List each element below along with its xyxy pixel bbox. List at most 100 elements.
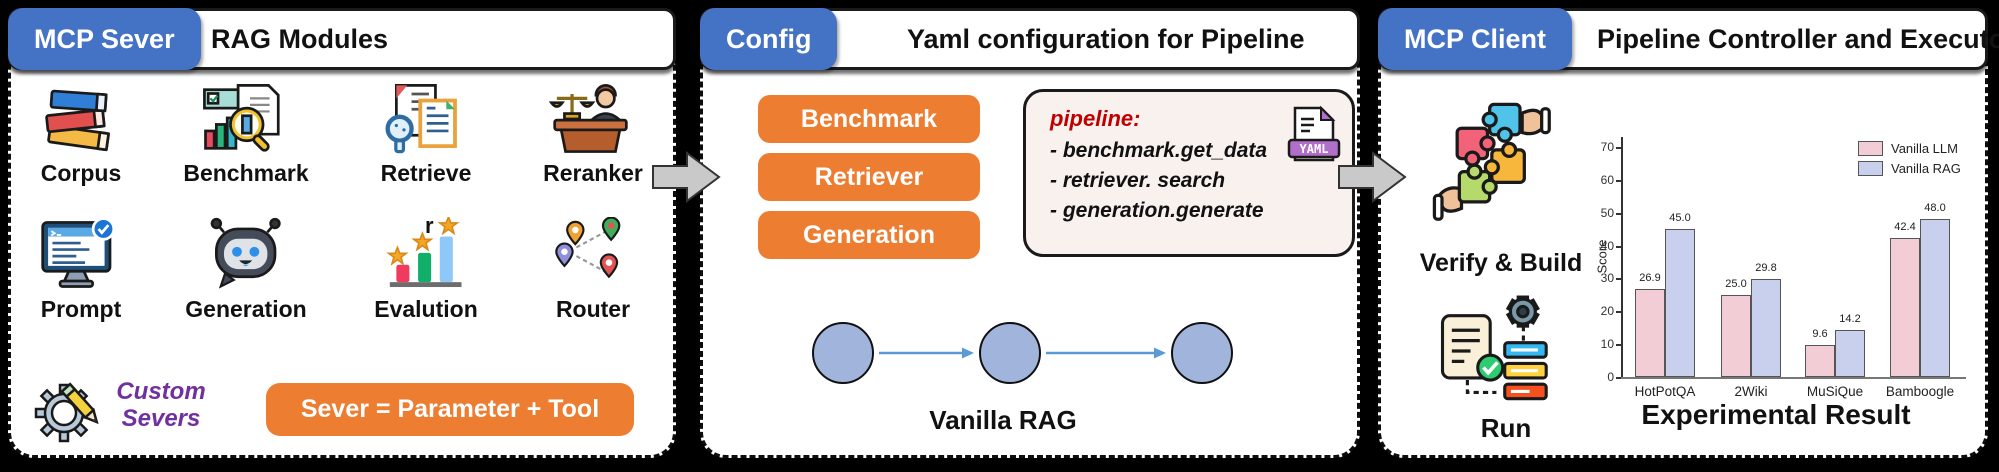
flow-node-2: [979, 322, 1041, 384]
y-tick-mark: [1616, 278, 1621, 281]
bar-value-label: 26.9: [1639, 271, 1661, 284]
flow-node-3: [1171, 322, 1233, 384]
bars-stars-icon: [388, 217, 462, 288]
y-tick-mark: [1616, 344, 1621, 347]
run-label: Run: [1480, 413, 1532, 443]
yaml-badge-text: YAML: [1300, 142, 1329, 156]
legend-label: Vanilla LLM: [1891, 141, 1958, 156]
chart-bar: [1721, 294, 1751, 377]
config-title: Yaml configuration for Pipeline: [907, 23, 1305, 54]
chart-x-axis: [1621, 377, 1966, 379]
legend-label: Vanilla RAG: [1891, 161, 1961, 176]
config-tab: Config: [700, 8, 838, 70]
bar-value-label: 25.0: [1725, 277, 1747, 290]
chart-bar: [1835, 330, 1865, 377]
legend-entry: Vanilla RAG: [1858, 161, 1961, 176]
module-label: Prompt: [40, 296, 122, 322]
judge-icon: [549, 84, 629, 153]
custom-severs-label: Custom Severs: [116, 378, 206, 432]
run-icon: [1440, 295, 1548, 401]
flow-node-1: [812, 322, 874, 384]
chart-magnifier-icon: [203, 83, 280, 152]
flow-arrow-icon: [879, 347, 974, 359]
map-pins-icon: [555, 217, 621, 279]
server-formula-button: Sever = Parameter + Tool: [266, 383, 634, 436]
y-tick-label: 60: [1600, 172, 1614, 187]
y-tick-mark: [1616, 212, 1621, 215]
y-tick-mark: [1616, 179, 1621, 182]
mcp-client-panel-body: Verify & Build: [1378, 56, 1988, 458]
y-tick-label: 40: [1600, 238, 1614, 253]
mcp-server-panel: Corpus B: [8, 8, 676, 458]
legend-swatch: [1858, 161, 1883, 176]
chart-y-axis: [1621, 137, 1623, 377]
y-tick-label: 20: [1600, 304, 1614, 319]
bar-value-label: 45.0: [1669, 212, 1691, 225]
chart-bar: [1665, 229, 1695, 377]
document-magnifier-icon: [385, 83, 458, 154]
config-panel: Benchmark Retriever Generation pipeline:…: [700, 8, 1360, 458]
y-tick-label: 0: [1607, 370, 1614, 384]
mcp-client-panel: Verify & Build: [1378, 8, 1999, 458]
books-icon: [45, 89, 111, 152]
robot-icon: [210, 217, 282, 289]
y-tick-mark: [1616, 147, 1621, 149]
y-tick-label: 50: [1600, 205, 1614, 220]
x-category-label: 2Wiki: [1734, 384, 1768, 399]
module-label: Router: [555, 296, 631, 322]
panel-flow-arrow-icon: [1338, 151, 1407, 203]
config-generation-button: Generation: [758, 211, 980, 259]
chart-legend: Vanilla LLM Vanilla RAG: [1858, 141, 1961, 181]
x-category-label: HotPotQA: [1634, 384, 1696, 399]
x-category-label: MuSiQue: [1806, 384, 1864, 399]
bar-value-label: 48.0: [1924, 202, 1946, 215]
mcp-client-tab: MCP Client: [1378, 8, 1573, 70]
flow-arrow-icon: [1046, 347, 1166, 359]
module-corpus: Corpus: [6, 81, 156, 187]
legend-swatch: [1858, 141, 1883, 156]
y-tick-mark: [1616, 311, 1621, 314]
y-tick-label: 70: [1600, 140, 1614, 154]
y-tick-mark: [1616, 377, 1621, 379]
chart-bar: [1920, 219, 1950, 377]
x-category-label: Bamboogle: [1885, 384, 1955, 399]
panel-flow-arrow-icon: [652, 151, 721, 203]
verify-build-label: Verify & Build: [1419, 249, 1583, 277]
vanilla-rag-label: Vanilla RAG: [929, 405, 1077, 435]
chart-bar: [1751, 279, 1781, 377]
module-label: Reranker: [543, 160, 643, 186]
yaml-snippet-box: pipeline: - benchmark.get_data - retriev…: [1023, 89, 1355, 257]
bar-value-label: 14.2: [1839, 313, 1861, 326]
config-header: Config Yaml configuration for Pipeline: [700, 8, 1360, 70]
module-prompt: Prompt: [6, 217, 156, 323]
yaml-line: - generation.generate: [1050, 199, 1264, 222]
monitor-code-icon: [41, 217, 116, 288]
config-panel-body: Benchmark Retriever Generation pipeline:…: [700, 56, 1360, 458]
module-evalution: r Evalution: [351, 213, 501, 323]
yaml-file-icon: YAML: [1287, 105, 1341, 162]
module-generation: Generation: [171, 217, 321, 323]
module-router: Router: [518, 217, 668, 323]
mcp-client-header: MCP Client Pipeline Controller and Execu…: [1378, 8, 1999, 70]
puzzle-pieces-icon: [1432, 102, 1551, 221]
yaml-pipeline-key: pipeline:: [1050, 106, 1141, 131]
bar-value-label: 42.4: [1894, 220, 1916, 233]
y-tick-label: 30: [1600, 271, 1614, 286]
chart-bar: [1805, 345, 1835, 377]
y-tick-mark: [1616, 245, 1621, 248]
y-tick-label: 10: [1600, 337, 1614, 352]
yaml-line: - benchmark.get_data: [1050, 139, 1268, 162]
legend-entry: Vanilla LLM: [1858, 141, 1961, 156]
mcp-server-title: RAG Modules: [211, 23, 389, 54]
module-label: Generation: [185, 296, 307, 322]
gear-pencil-icon: [34, 382, 99, 443]
config-retriever-button: Retriever: [758, 153, 980, 201]
module-retrieve: Retrieve: [351, 81, 501, 187]
module-label: Evalution: [374, 296, 478, 322]
chart-title: Experimental Result: [1641, 399, 1911, 430]
chart-bar: [1635, 288, 1665, 377]
bar-value-label: 9.6: [1812, 328, 1828, 341]
module-label: Retrieve: [380, 160, 472, 186]
evalution-overlay-text: r: [425, 213, 434, 238]
